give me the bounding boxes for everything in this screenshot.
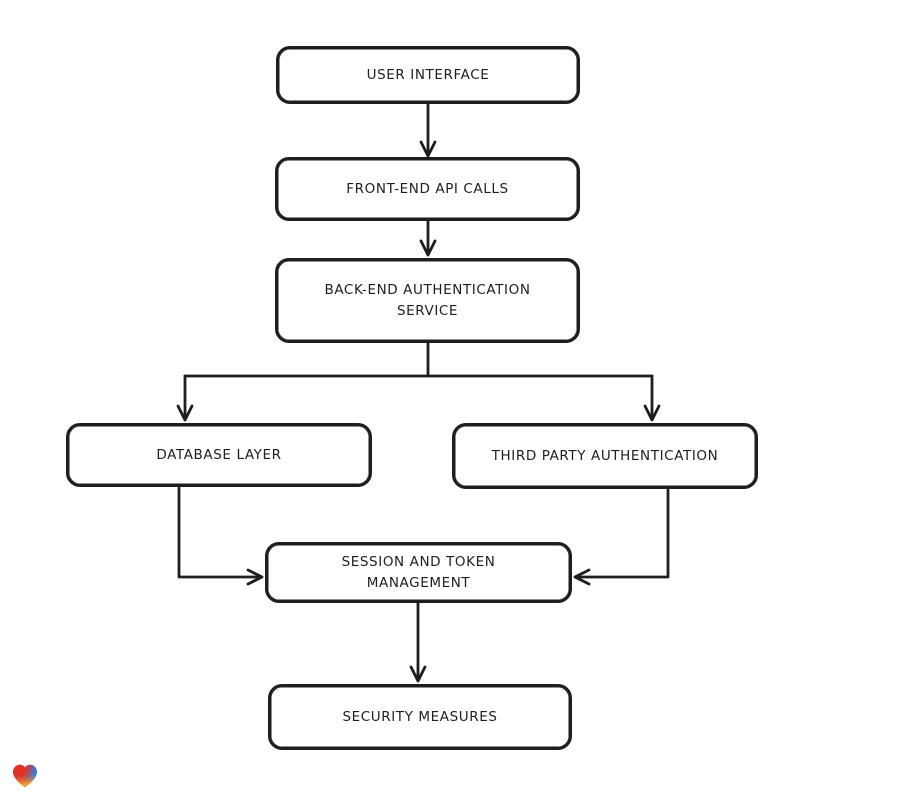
node-label: SECURITY MEASURES: [342, 708, 498, 725]
node-back-end-authentication-service[interactable]: BACK-END AUTHENTICATION SERVICE: [275, 258, 580, 343]
node-front-end-api-calls[interactable]: FRONT-END API CALLS: [275, 157, 580, 221]
edge-back-end-authentication-service-to-third-party-authentication: [643, 374, 661, 422]
edge-back-end-authentication-service-to-database-layer: [176, 341, 654, 422]
edge-session-and-token-management-to-security-measures: [409, 601, 427, 683]
node-label: USER INTERFACE: [366, 66, 490, 83]
node-user-interface[interactable]: USER INTERFACE: [276, 46, 580, 104]
node-label: BACK-END AUTHENTICATION SERVICE: [324, 281, 531, 319]
edge-database-layer-to-session-and-token-management: [177, 486, 264, 586]
node-security-measures[interactable]: SECURITY MEASURES: [268, 684, 572, 750]
edge-front-end-api-calls-to-back-end-authentication-service: [419, 219, 437, 257]
node-session-and-token-management[interactable]: SESSION AND TOKEN MANAGEMENT: [265, 542, 572, 603]
edge-user-interface-to-front-end-api-calls: [419, 102, 437, 158]
node-label: DATABASE LAYER: [156, 446, 282, 463]
node-third-party-authentication[interactable]: THIRD PARTY AUTHENTICATION: [452, 423, 758, 489]
node-label: FRONT-END API CALLS: [346, 180, 509, 197]
node-label: THIRD PARTY AUTHENTICATION: [491, 447, 719, 464]
gradient-heart-logo-icon[interactable]: [10, 761, 40, 791]
edge-third-party-authentication-to-session-and-token-management: [573, 488, 670, 586]
node-database-layer[interactable]: DATABASE LAYER: [66, 423, 372, 487]
node-label: SESSION AND TOKEN MANAGEMENT: [341, 553, 496, 591]
